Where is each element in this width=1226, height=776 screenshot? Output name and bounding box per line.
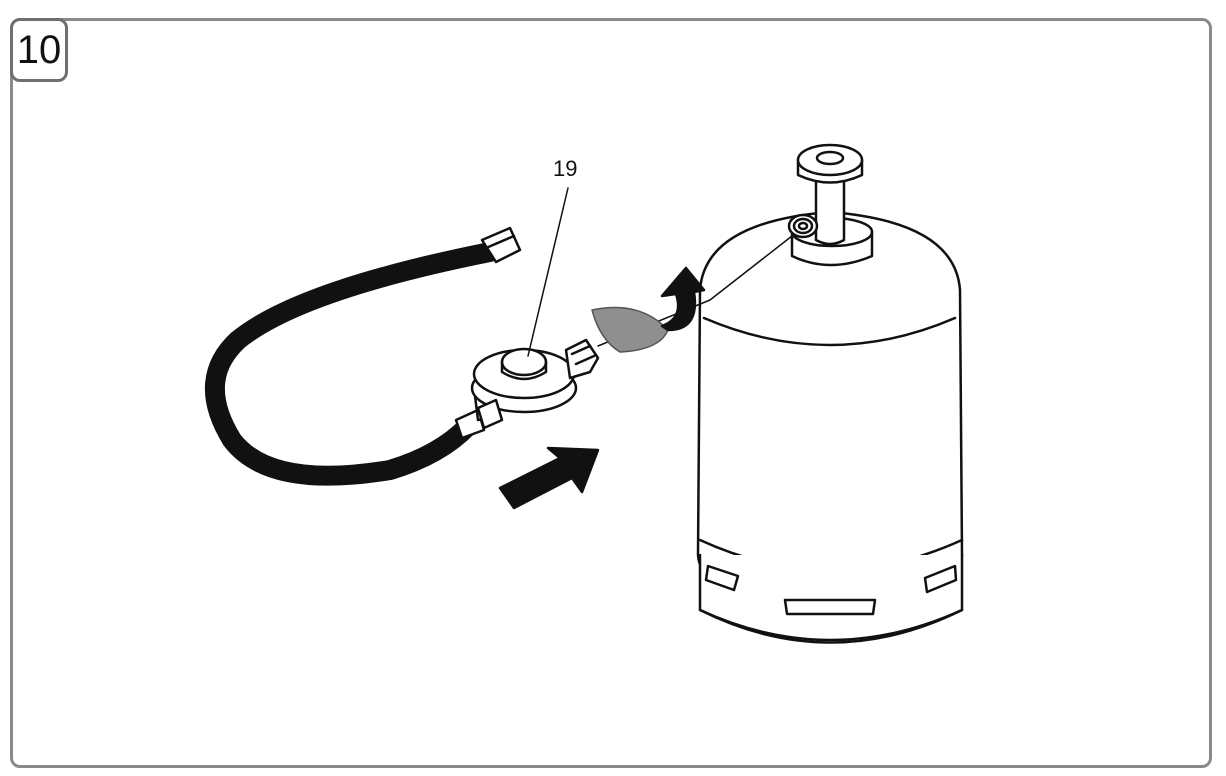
gas-hose: [204, 226, 522, 486]
gas-cylinder: [696, 143, 964, 644]
push-direction-arrow: [498, 446, 600, 510]
callout-label-19: 19: [553, 156, 578, 181]
callout-leader-line: [527, 187, 569, 357]
step-number-badge: 10: [10, 18, 68, 82]
regulator: [470, 338, 600, 430]
rotation-arrow: [591, 266, 706, 353]
